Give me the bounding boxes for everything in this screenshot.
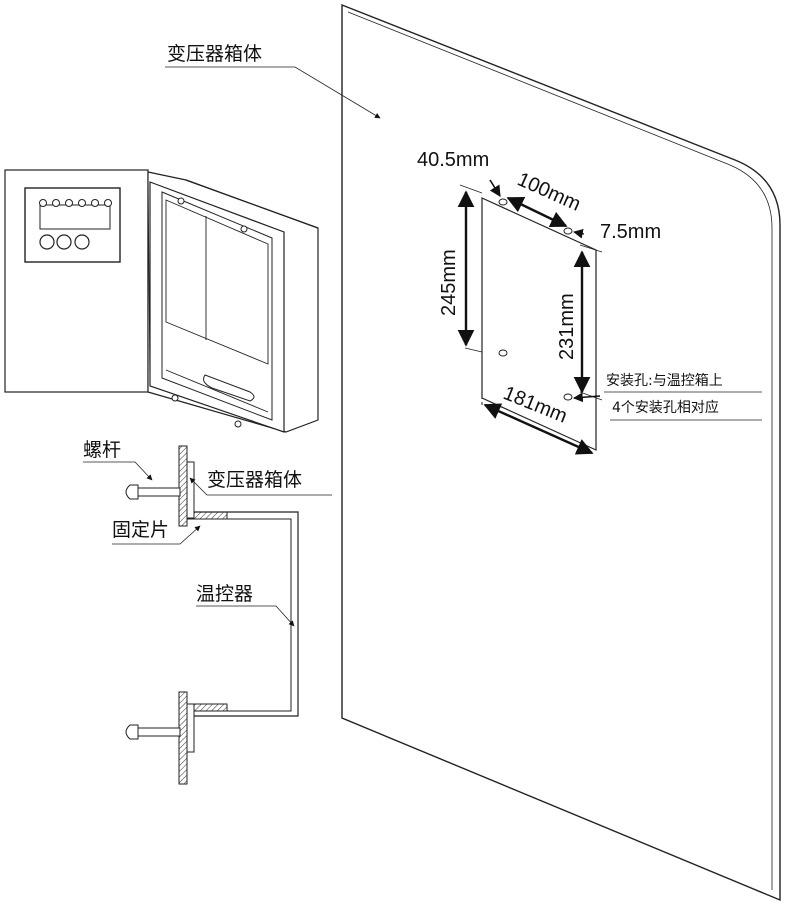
dim-231: 231mm (556, 293, 578, 360)
transformer-tank-panel (341, 3, 781, 902)
label-temperature-controller: 温控器 (196, 583, 253, 605)
mounting-hole-tr (563, 227, 573, 235)
screw-top (125, 484, 181, 500)
mounting-hole-br (563, 393, 573, 401)
screw-bottom (125, 724, 181, 740)
mounting-cutout (459, 184, 603, 452)
label-transformer-tank: 变压器箱体 (167, 43, 262, 65)
label-transformer-tank-wall: 变压器箱体 (207, 469, 302, 491)
mounting-hole-bl (498, 349, 508, 357)
hole-note-line1: 安装孔:与温控箱上 (606, 373, 723, 389)
controller-profile (194, 511, 299, 717)
controller-buttons (39, 234, 90, 250)
temperature-controller-box (4, 169, 319, 433)
dim-7-5: 7.5mm (600, 221, 661, 243)
dim-245: 245mm (438, 249, 460, 316)
tank-wall-top (178, 445, 188, 527)
leader-transformer-tank (165, 66, 381, 119)
mounting-hole-tl (498, 198, 508, 206)
label-screw: 螺杆 (83, 439, 121, 461)
label-fixing-bracket: 固定片 (112, 519, 169, 541)
controller-mounting-holes (171, 197, 248, 428)
dim-40-5: 40.5mm (417, 149, 489, 171)
section-view (125, 445, 299, 785)
dimension-lines (457, 179, 601, 455)
mounting-holes (498, 198, 573, 401)
controller-indicator-lights (39, 199, 112, 207)
hole-note-line2: 4个安装孔相对应 (612, 399, 719, 416)
tank-wall-bottom (178, 691, 188, 785)
